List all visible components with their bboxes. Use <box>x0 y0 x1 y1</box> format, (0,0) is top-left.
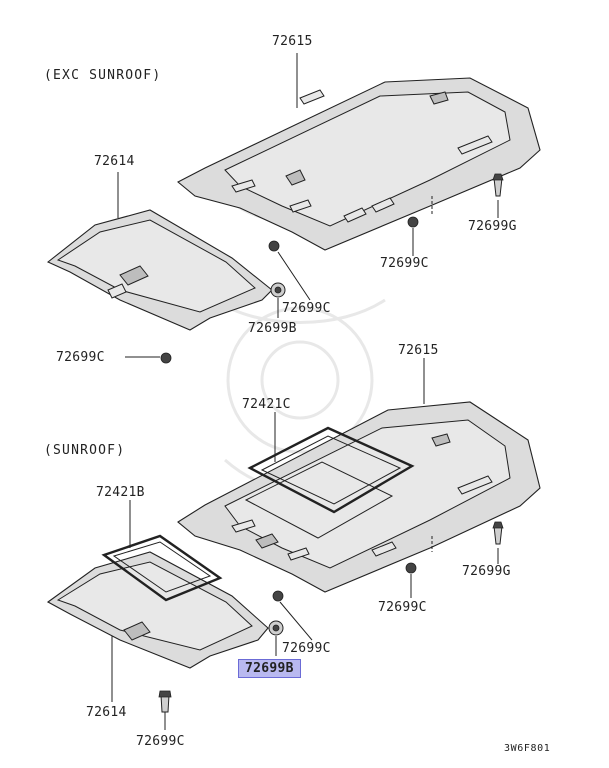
leader-lines-top <box>117 53 499 358</box>
sunroof-frame-72421c[interactable] <box>244 426 415 539</box>
part-label-72699c-top-left[interactable]: 72699C <box>56 350 105 365</box>
clip-72699g-top[interactable] <box>492 173 504 197</box>
part-label-72699b-selected[interactable]: 72699B <box>238 659 301 678</box>
part-label-72421b[interactable]: 72421B <box>96 485 145 500</box>
section-exc-sunroof: (EXC SUNROOF) <box>44 68 162 83</box>
clip-72699c-top-mid[interactable] <box>268 240 280 252</box>
part-label-72699b-top[interactable]: 72699B <box>248 321 297 336</box>
clip-72699c-top-left[interactable] <box>160 352 172 364</box>
clip-72699c-bottom-mid[interactable] <box>272 590 284 602</box>
leader-lines-bottom <box>111 358 499 730</box>
headlining-72615-top[interactable] <box>177 77 541 251</box>
clip-72699b-bottom[interactable] <box>268 620 284 636</box>
part-label-72699g-top[interactable]: 72699G <box>468 219 517 234</box>
clip-72699c-bottom-right[interactable] <box>405 562 417 574</box>
part-label-72614-top[interactable]: 72614 <box>94 154 135 169</box>
part-label-72699c-bottom-left[interactable]: 72699C <box>136 734 185 749</box>
sunroof-frame-72421b[interactable] <box>101 534 223 602</box>
clip-72699c-bottom-left[interactable] <box>158 690 172 713</box>
rear-trim-72614-top[interactable] <box>46 209 273 331</box>
clip-72699c-top-right[interactable] <box>407 216 419 228</box>
rear-trim-72614-bottom[interactable] <box>46 551 269 669</box>
part-label-72615-top[interactable]: 72615 <box>272 34 313 49</box>
section-sunroof: (SUNROOF) <box>44 443 126 458</box>
part-label-72699c-top-right[interactable]: 72699C <box>380 256 429 271</box>
part-label-72614-bottom[interactable]: 72614 <box>86 705 127 720</box>
part-label-72421c[interactable]: 72421C <box>242 397 291 412</box>
clip-72699g-bottom[interactable] <box>492 521 504 545</box>
diagram-code: 3W6F801 <box>504 743 551 754</box>
part-label-72699g-bottom[interactable]: 72699G <box>462 564 511 579</box>
clip-72699b-top[interactable] <box>270 282 286 298</box>
part-label-72699c-bottom-right[interactable]: 72699C <box>378 600 427 615</box>
part-label-72615-bottom[interactable]: 72615 <box>398 343 439 358</box>
part-label-72699c-bottom-mid[interactable]: 72699C <box>282 641 331 656</box>
part-label-72699c-top-mid[interactable]: 72699C <box>282 301 331 316</box>
